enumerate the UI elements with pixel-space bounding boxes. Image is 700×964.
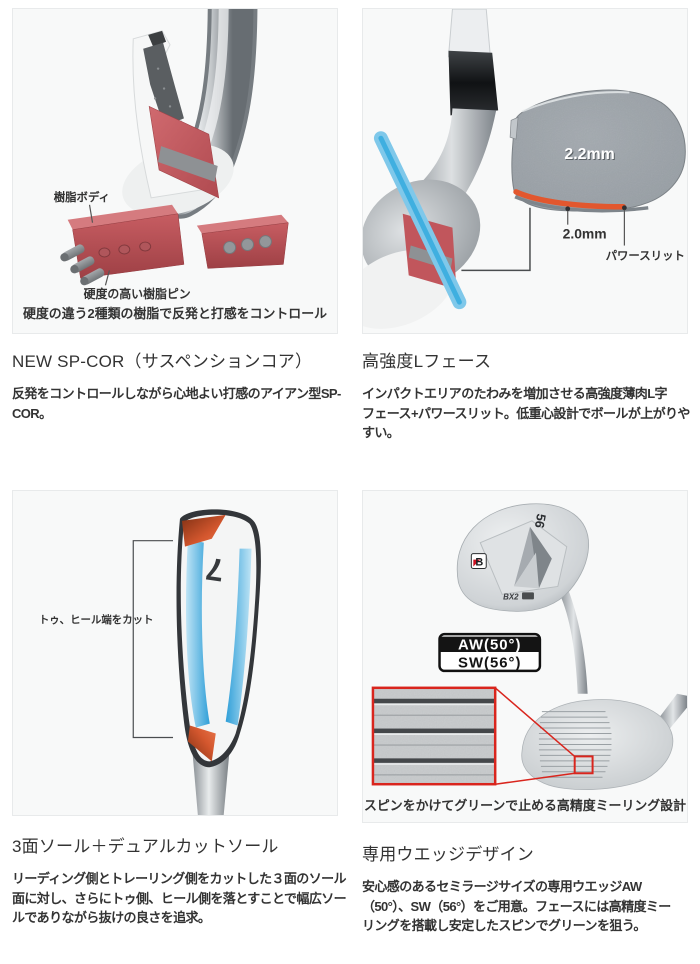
badge-sw-label: SW(56°) xyxy=(458,655,521,671)
loft-number-mark: 56 xyxy=(532,513,549,530)
resin-pin-label: 硬度の高い樹脂ピン xyxy=(84,287,191,301)
power-slit xyxy=(513,189,627,210)
sp-cor-caption: 硬度の違う2種類の樹脂で反発と打感をコントロール xyxy=(23,306,327,321)
wedge-shaft xyxy=(559,588,588,694)
l-face-illustration: 2.2mm 2.2mm 2.0mm パワースリット xyxy=(363,9,686,329)
badge-aw-label: AW(50°) xyxy=(458,638,521,654)
power-slit-label: パワースリット xyxy=(606,249,685,262)
sp-cor-figure: 樹脂ボディ 硬度の高い樹脂ピン 硬度の違う2種類の樹脂で反発と打感をコントロール xyxy=(12,8,338,334)
section-sole: 7 トゥ、ヒール端をカット 3面ソール＋デュアルカットソール リーディング側とト… xyxy=(12,490,347,928)
edge-leader-dot xyxy=(565,206,571,212)
iron-sole-view: 7 xyxy=(176,509,261,768)
l-face-description: インパクトエリアのたわみを増加させる高強度薄肉L字 フェース+パワースリット。低… xyxy=(362,386,690,440)
sole-description: リーディング側とトレーリング側をカットした３面のソール 面に対し、さらにトゥ側、… xyxy=(12,871,347,925)
l-face-heading: 高強度Lフェース xyxy=(362,352,492,371)
model-mark-tag xyxy=(522,592,534,600)
milling-zoom-panel xyxy=(371,686,497,786)
face-connector-line xyxy=(461,207,531,272)
resin-body-label: 樹脂ボディ xyxy=(54,190,110,204)
sole-blue-left xyxy=(186,538,210,728)
face-thickness-label: 2.2mm xyxy=(564,146,614,163)
wedge-face-view xyxy=(494,687,687,790)
toe-cut-orange xyxy=(181,514,226,547)
slit-leader-dot xyxy=(622,205,627,211)
wedge-figure: 56 B BX2 AW(50°) SW(56°) xyxy=(362,490,688,823)
sole-figure: 7 トゥ、ヒール端をカット xyxy=(12,490,338,816)
callout-line-top xyxy=(494,687,576,757)
callout-target-box xyxy=(573,755,594,775)
sp-cor-description: 反発をコントロールしながら心地よい打感のアイアン型SP- COR。 xyxy=(12,386,341,421)
sole-heading: 3面ソール＋デュアルカットソール xyxy=(12,837,279,856)
model-mark-text: BX2 xyxy=(503,592,519,601)
l-face-figure: 2.2mm 2.2mm 2.0mm パワースリット xyxy=(362,8,688,334)
resin-block-with-pins xyxy=(60,204,185,286)
iron-toe-view xyxy=(363,9,499,329)
sole-illustration: 7 トゥ、ヒール端をカット xyxy=(39,509,261,815)
brand-mark-text: B xyxy=(475,557,483,569)
sp-cor-illustration: 樹脂ボディ 硬度の高い樹脂ピン 硬度の違う2種類の樹脂で反発と打感をコントロール xyxy=(23,9,327,321)
resin-pins xyxy=(60,244,105,286)
loft-badge: AW(50°) SW(56°) xyxy=(438,632,542,673)
resin-body-leader-line xyxy=(88,204,94,223)
l-face-piece: 2.2mm 2.2mm xyxy=(509,89,686,213)
sp-cor-heading: NEW SP-COR（サスペンションコア） xyxy=(12,352,313,371)
wedge-head: 56 B BX2 xyxy=(456,503,590,694)
section-wedge: 56 B BX2 AW(50°) SW(56°) xyxy=(362,490,688,936)
cut-bracket-line xyxy=(132,540,174,739)
brand-logo: B xyxy=(470,553,487,570)
iron-number-mark: 7 xyxy=(204,551,227,589)
sole-blue-right xyxy=(225,548,252,726)
wedge-heading: 専用ウエッジデザイン xyxy=(362,845,534,864)
face-thickness-shadow: 2.2mm xyxy=(565,147,615,164)
resin-pin-leader-line xyxy=(104,270,110,286)
milling-grooves xyxy=(372,698,496,776)
section-l-face: 2.2mm 2.2mm 2.0mm パワースリット 高強度Lフェース インパクト… xyxy=(362,8,690,443)
wedge-description: 安心感のあるセミラージサイズの専用ウエッジAW （50°）、SW（56°）をご用… xyxy=(362,879,671,933)
edge-thickness-label: 2.0mm xyxy=(563,226,607,242)
resin-block-pinned xyxy=(196,214,289,269)
milling-caption: スピンをかけてグリーンで止める高精度ミーリング設計 xyxy=(364,798,686,813)
heel-cut-orange xyxy=(187,725,216,762)
cut-label: トゥ、ヒール端をカット xyxy=(39,613,154,626)
wedge-illustration: 56 B BX2 AW(50°) SW(56°) xyxy=(364,503,687,813)
section-sp-cor: 樹脂ボディ 硬度の高い樹脂ピン 硬度の違う2種類の樹脂で反発と打感をコントロール… xyxy=(12,8,341,423)
callout-line-bottom xyxy=(495,772,575,785)
sp-cor-insert xyxy=(148,105,220,199)
